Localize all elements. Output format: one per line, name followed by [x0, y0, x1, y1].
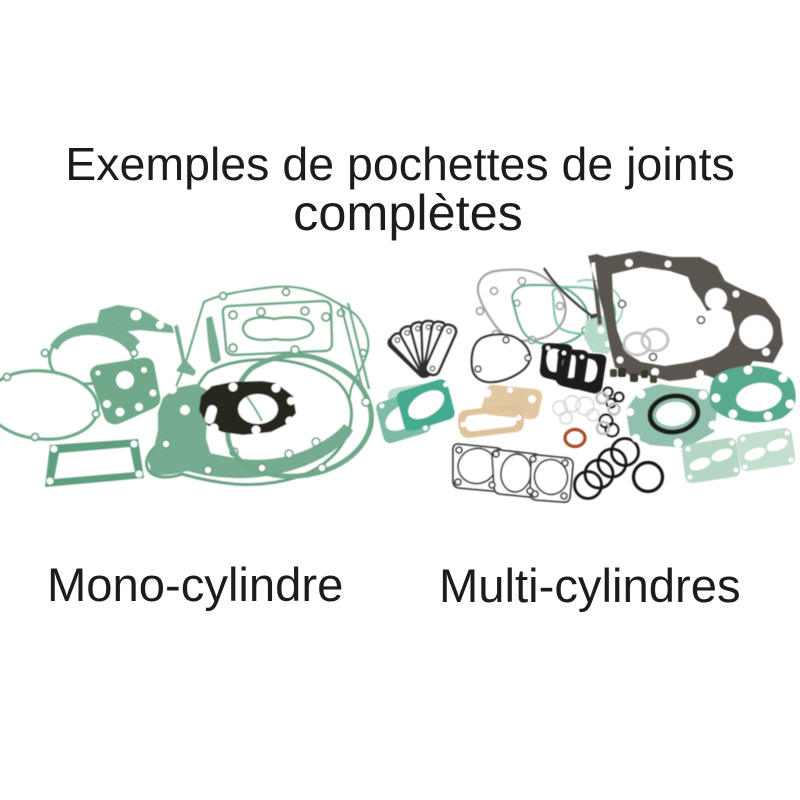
svg-text:Exemples de pochettes de joint: Exemples de pochettes de joints [65, 138, 734, 190]
svg-text:Multi-cylindres: Multi-cylindres [439, 560, 741, 613]
svg-text:complètes: complètes [293, 184, 523, 241]
svg-text:Mono-cylindre: Mono-cylindre [47, 559, 343, 612]
